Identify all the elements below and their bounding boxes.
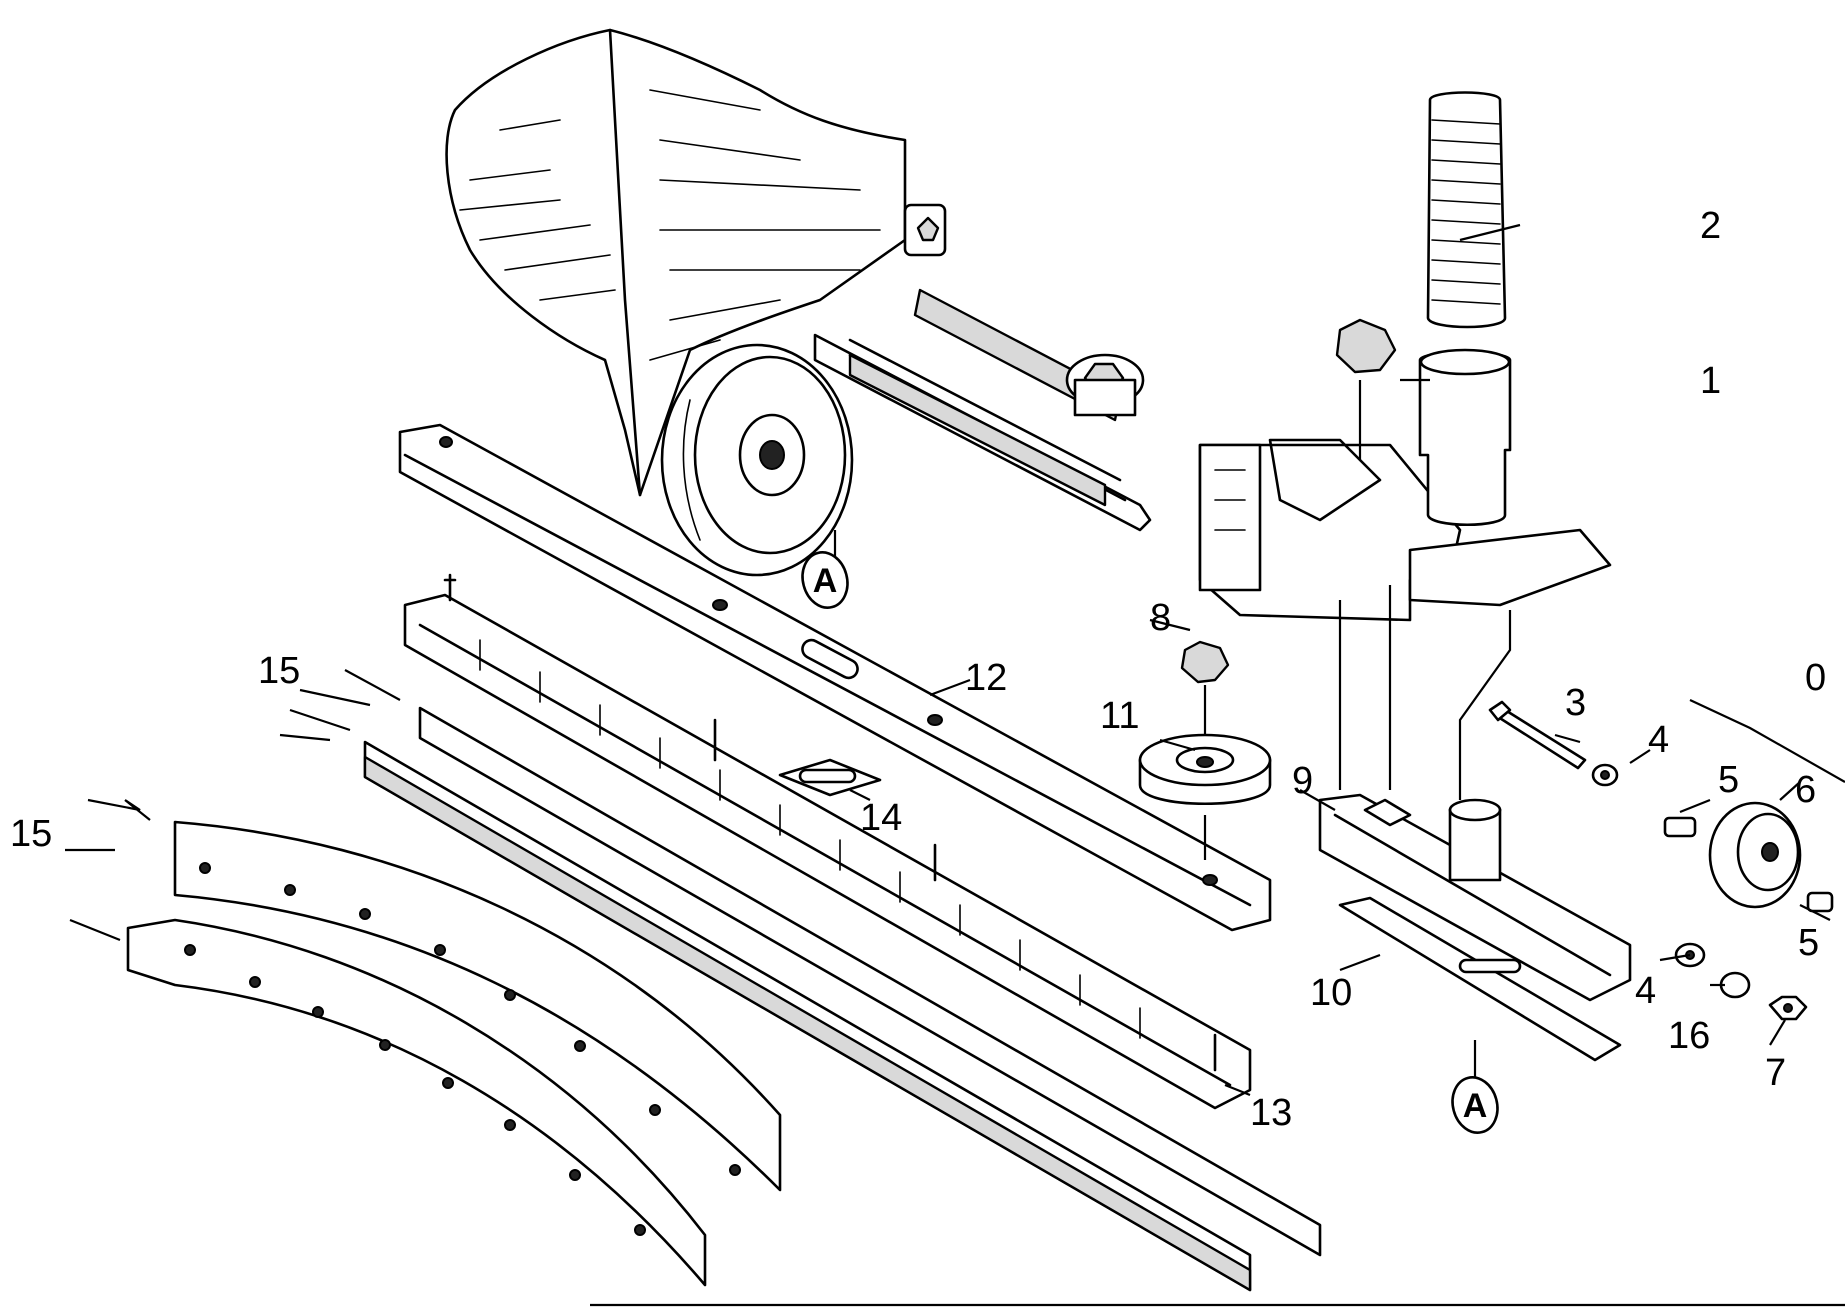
callout-4-lower: 4 <box>1635 970 1656 1012</box>
callout-5-lower: 5 <box>1798 922 1819 964</box>
callout-3: 3 <box>1565 682 1586 724</box>
callout-8: 8 <box>1150 597 1171 639</box>
part-12-rail <box>398 423 1272 932</box>
reference-mark-bottom-label: A <box>1463 1087 1488 1125</box>
callout-15-lower: 15 <box>10 813 52 855</box>
callout-0: 0 <box>1805 657 1826 699</box>
part-9-base <box>1318 793 1632 1002</box>
part-14-plate <box>778 758 882 797</box>
part-5-pin-lower <box>1806 891 1834 913</box>
machine-wheel <box>660 343 854 577</box>
callout-5-upper: 5 <box>1718 759 1739 801</box>
part-7-nut <box>1768 995 1808 1021</box>
part-4-washer-upper <box>1591 763 1619 787</box>
machine-body <box>445 28 907 497</box>
part-16-lock-washer <box>1719 971 1751 999</box>
callout-2: 2 <box>1700 205 1721 247</box>
callout-12: 12 <box>965 657 1007 699</box>
callout-9: 9 <box>1292 760 1313 802</box>
part-1-adapter <box>1418 348 1512 526</box>
part-13-bar <box>403 573 1252 1110</box>
machine-rail-clamp <box>1065 353 1145 417</box>
callout-6: 6 <box>1795 769 1816 811</box>
callout-14: 14 <box>860 797 902 839</box>
part-8-knob <box>1180 640 1230 684</box>
mounting-bracket <box>1198 438 1612 622</box>
callout-13: 13 <box>1250 1092 1292 1134</box>
bracket-knob <box>1335 318 1397 374</box>
reference-mark-bottom: A <box>1451 1076 1499 1134</box>
callout-16: 16 <box>1668 1015 1710 1057</box>
part-10-plate <box>1338 896 1622 1062</box>
part-15-strip-upper <box>418 706 1322 1257</box>
part-2-hose <box>1426 91 1507 329</box>
part-6-wheel <box>1708 801 1802 909</box>
reference-mark-top: A <box>801 551 849 609</box>
callout-15-upper: 15 <box>258 650 300 692</box>
machine-knob <box>903 203 947 257</box>
callout-7: 7 <box>1765 1052 1786 1094</box>
brush-strip <box>363 740 1252 1292</box>
part-15-lip-lower <box>126 918 707 1287</box>
reference-mark-top-label: A <box>813 562 838 600</box>
machine-rail <box>813 288 1152 532</box>
part-5-pin-upper <box>1663 816 1697 838</box>
callout-1: 1 <box>1700 360 1721 402</box>
part-11-cap <box>1138 733 1272 806</box>
callout-11: 11 <box>1100 695 1139 737</box>
part-3-bolt <box>1488 700 1587 770</box>
leader-lines <box>65 223 1845 1307</box>
callout-10: 10 <box>1310 972 1352 1014</box>
callout-4-upper: 4 <box>1648 719 1669 761</box>
callout-labels: 0 1 2 3 4 4 5 5 6 7 8 9 10 11 12 13 14 1… <box>10 205 1826 1134</box>
part-15-lip-upper <box>173 820 782 1192</box>
